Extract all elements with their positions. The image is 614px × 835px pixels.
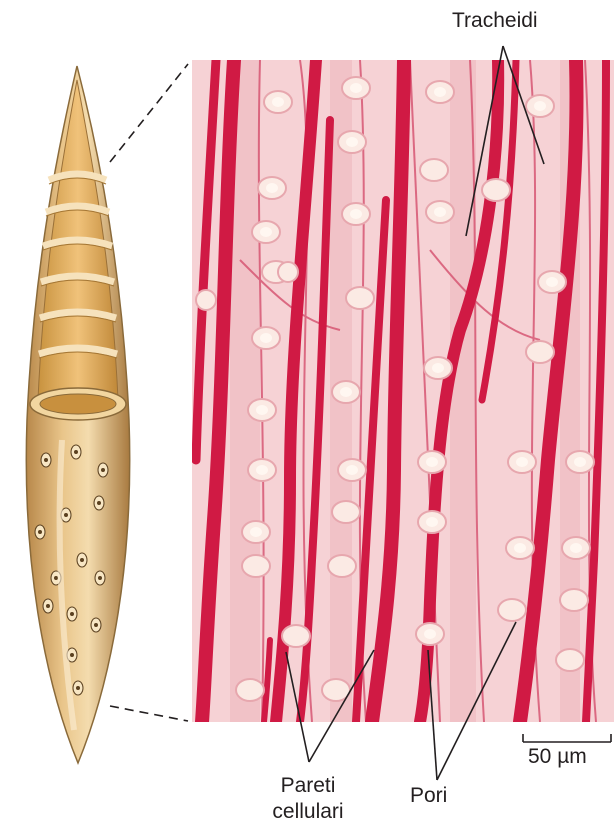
label-pori: Pori [410, 783, 447, 809]
label-pareti-line2: cellulari [258, 799, 358, 825]
label-scale-bar: 50 µm [528, 744, 587, 770]
micrograph [192, 60, 614, 722]
scale-bar [523, 734, 611, 742]
label-pareti-line1: Pareti [258, 773, 358, 799]
label-tracheidi: Tracheidi [452, 8, 538, 34]
tracheid-illustration [26, 66, 129, 763]
label-pareti-cellulari: Pareti cellulari [258, 773, 358, 825]
